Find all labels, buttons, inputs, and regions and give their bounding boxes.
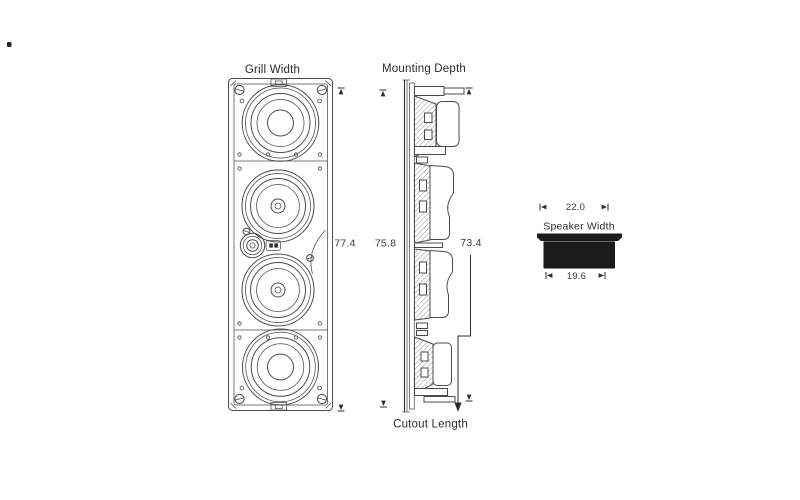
grill-length-value: 77.4 <box>334 238 355 250</box>
cutout-length-label: Cutout Length <box>393 419 468 431</box>
cutout-width-value: 19.6 <box>567 271 586 282</box>
corner-screw-icons <box>234 84 328 405</box>
front-view-grill <box>228 78 333 411</box>
corner-artifact-mark <box>7 42 12 47</box>
body-section <box>543 241 615 269</box>
brand-badge <box>265 240 281 251</box>
top-clamp-arm <box>414 86 465 96</box>
bottom-tab <box>270 402 287 411</box>
dimension-terminators <box>337 87 473 412</box>
side-mid-enclosure-top <box>414 162 454 248</box>
midrange-top <box>241 169 315 243</box>
speaker-width-label: Speaker Width <box>543 221 614 233</box>
mounting-depth-label: Mounting Depth <box>382 63 466 75</box>
cross-section-view <box>537 203 622 279</box>
grill-width-label: Grill Width <box>245 64 300 76</box>
tweeter <box>239 232 266 259</box>
overall-width-value: 22.0 <box>566 202 585 213</box>
tweeter-row-screws <box>242 227 314 262</box>
cutout-leader-arrow <box>454 255 471 412</box>
side-view-profile <box>402 79 465 413</box>
flange-section <box>537 233 622 241</box>
side-woofer-bottom <box>414 336 456 403</box>
woofer-top <box>241 84 320 162</box>
cutout-length-value: 73.4 <box>460 237 481 249</box>
side-mid-enclosure-bottom <box>414 248 453 336</box>
side-woofer-top <box>414 95 460 164</box>
frame-curve <box>310 229 326 275</box>
woofer-bottom <box>242 328 319 406</box>
midrange-bottom <box>241 253 315 327</box>
frame-length-value: 75.8 <box>375 238 396 250</box>
